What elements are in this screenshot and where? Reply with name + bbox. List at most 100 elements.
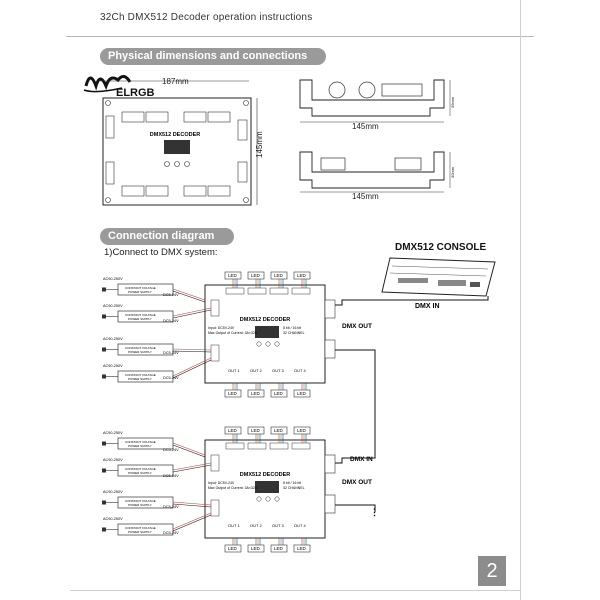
ac-label-u4: AC90-250V [103, 364, 123, 368]
dc-label-l4: DC5-24V [163, 531, 179, 535]
led-label-l1: LED [228, 428, 238, 433]
psu-u1-l1: CONSTANT VOLTAGE [125, 286, 156, 290]
board-top-title: DMX512 DECODER [150, 132, 200, 138]
led-label-u7: LED [274, 391, 284, 396]
dim-profile-width-2: 145mm [352, 192, 379, 201]
dim-profile-height-2: 30mm [450, 166, 455, 178]
led-label-u1: LED [228, 273, 238, 278]
psu-l2-l2: POWER SUPPLY [128, 471, 152, 475]
decoder-upper-input-2: Max Output of Current: 3A×32A [208, 331, 258, 335]
dmx-in-label-lower: DMX IN [350, 456, 373, 463]
decoder-upper-out3: OUT 3 [272, 368, 284, 373]
page-number: 2 [478, 556, 506, 586]
wiring-upper [232, 279, 307, 390]
psu-u2-l2: POWER SUPPLY [128, 317, 152, 321]
psu-l4-l1: CONSTANT VOLTAGE [125, 526, 156, 530]
decoder-upper-bits: 8 bit / 16 bit [283, 326, 301, 330]
header-rule [66, 36, 534, 37]
led-modules-lower-top: LED LED LED LED [224, 426, 311, 435]
dc-label-u4: DC5-24V [163, 376, 179, 380]
decoder-lower-bits: 8 bit / 16 bit [283, 481, 301, 485]
psu-u3-l1: CONSTANT VOLTAGE [125, 346, 156, 350]
dmx-out-label-upper: DMX OUT [342, 323, 372, 330]
psu-l3-l2: POWER SUPPLY [128, 503, 152, 507]
ac-label-l1: AC90-250V [103, 431, 123, 435]
profile-view-2: 145mm 30mm [299, 151, 455, 201]
led-label-u6: LED [251, 391, 261, 396]
logo-text: ELRGB [116, 87, 155, 99]
psu-u2-l1: CONSTANT VOLTAGE [125, 313, 156, 317]
decoder-upper-out1: OUT 1 [228, 368, 240, 373]
psu-u3-l2: POWER SUPPLY [128, 350, 152, 354]
decoder-lower-out1: OUT 1 [228, 523, 240, 528]
psu-u1-l2: POWER SUPPLY [128, 290, 152, 294]
ac-label-l3: AC90-250V [103, 490, 123, 494]
psu-l4-l2: POWER SUPPLY [128, 530, 152, 534]
decoder-lower-input-1: Input: DC5V-24V [208, 481, 235, 485]
led-label-l4: LED [297, 428, 307, 433]
led-label-u3: LED [274, 273, 284, 278]
psu-l2-l1: CONSTANT VOLTAGE [125, 467, 156, 471]
wiring-lower [232, 434, 307, 545]
psu-group-lower: AC90-250V CONSTANT VOLTAGE POWER SUPPLY … [101, 431, 212, 536]
section-heading-physical-text: Physical dimensions and connections [108, 50, 308, 62]
profile-view-1: 145mm 39mm [299, 79, 455, 131]
decoder-lower-out4: OUT 4 [294, 523, 306, 528]
led-label-l3: LED [274, 428, 284, 433]
decoder-upper-channel: 32 CHANNEL [283, 331, 305, 335]
dc-label-u3: DC5-24V [163, 351, 179, 355]
ac-label-u2: AC90-250V [103, 304, 123, 308]
dc-label-l1: DC5-24V [163, 448, 179, 452]
led-label-l6: LED [251, 546, 261, 551]
document-title: 32Ch DMX512 Decoder operation instructio… [100, 12, 313, 23]
decoder-upper-title: DMX512 DECODER [240, 317, 290, 323]
decoder-lower-input-2: Max Output of Current: 3A×32A [208, 486, 258, 490]
dc-label-l3: DC5-24V [163, 505, 179, 509]
dc-label-u2: DC5-24V [163, 319, 179, 323]
led-label-l7: LED [274, 546, 284, 551]
psu-l1-l1: CONSTANT VOLTAGE [125, 440, 156, 444]
led-label-l2: LED [251, 428, 261, 433]
decoder-lower-title: DMX512 DECODER [240, 472, 290, 478]
dc-label-l2: DC5-24V [163, 474, 179, 478]
led-label-l8: LED [297, 546, 307, 551]
dmx-console: DMX512 CONSOLE [381, 242, 496, 297]
connect-subheading: 1)Connect to DMX system: [104, 247, 218, 258]
ac-label-l4: AC90-250V [103, 517, 123, 521]
section-heading-physical: Physical dimensions and connections [100, 48, 326, 65]
led-modules-upper-bottom: LED LED LED LED [224, 389, 311, 398]
brand-logo: ELRGB [83, 75, 155, 99]
dmx-cabling [335, 296, 489, 512]
dim-profile-height-1: 39mm [450, 96, 455, 108]
led-label-l5: LED [228, 546, 238, 551]
footer-rule [70, 590, 520, 591]
dc-label-u1: DC5-24V [163, 293, 179, 297]
board-top-view: 187mm DMX512 DECODER 145mm [99, 77, 264, 206]
decoder-upper-out2: OUT 2 [250, 368, 262, 373]
led-modules-upper-top: LED LED LED LED [224, 271, 311, 280]
led-modules-lower-bottom: LED LED LED LED [224, 544, 311, 553]
continuation-dots: ⋮ [370, 507, 379, 517]
dmx-in-label-console: DMX IN [415, 303, 440, 310]
led-label-u2: LED [251, 273, 261, 278]
dim-height-145: 145mm [255, 131, 264, 158]
decoder-lower-channel: 32 CHANNEL [283, 486, 305, 490]
section-heading-connection-text: Connection diagram [108, 230, 215, 242]
decoder-upper: DMX512 DECODER Input: DC5V-24V Max Outpu… [204, 284, 336, 384]
decoder-lower: DMX512 DECODER Input: DC5V-24V Max Outpu… [204, 439, 336, 539]
decoder-lower-out2: OUT 2 [250, 523, 262, 528]
section-heading-connection: Connection diagram [100, 228, 234, 245]
decoder-upper-input-1: Input: DC5V-24V [208, 326, 235, 330]
dim-width-187: 187mm [162, 77, 189, 86]
right-margin-rule [520, 0, 521, 600]
console-title: DMX512 CONSOLE [395, 242, 486, 253]
dmx-out-label-lower: DMX OUT [342, 479, 372, 486]
psu-group-upper: AC90-250V CONSTANT VOLTAGE POWER SUPPLY … [101, 277, 212, 383]
psu-l1-l2: POWER SUPPLY [128, 444, 152, 448]
ac-label-l2: AC90-250V [103, 458, 123, 462]
ac-label-u1: AC90-250V [103, 277, 123, 281]
dim-profile-width-1: 145mm [352, 122, 379, 131]
led-label-u5: LED [228, 391, 238, 396]
psu-u4-l1: CONSTANT VOLTAGE [125, 373, 156, 377]
